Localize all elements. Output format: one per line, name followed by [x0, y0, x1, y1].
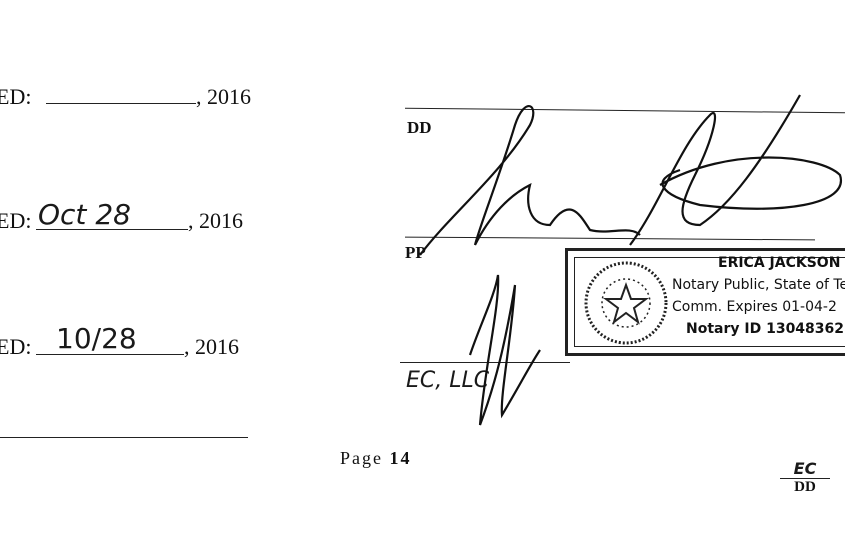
- handwritten-date-2: Oct 28: [38, 198, 131, 231]
- initials-ec: EC: [780, 460, 830, 479]
- company-handwritten: EC, LLC: [406, 368, 490, 393]
- notary-expiration: Comm. Expires 01-04-2: [672, 299, 837, 315]
- date-line-2: [36, 229, 188, 230]
- date-line-1: [46, 103, 196, 104]
- signer-label-dd: DD: [407, 118, 432, 137]
- signature-dd: [419, 94, 843, 256]
- signer-label-pp: PP: [405, 243, 426, 262]
- signature-pp: [468, 274, 541, 426]
- date-line-3: [36, 354, 184, 355]
- date-label-3: ED:: [0, 334, 32, 359]
- handwritten-date-3: 10/28: [56, 322, 137, 355]
- initials-box: EC DD: [780, 460, 830, 496]
- notary-seal-icon: [584, 261, 668, 345]
- year-2: , 2016: [188, 208, 243, 233]
- signature-line-left: [0, 437, 248, 438]
- date-label-1: ED:: [0, 84, 32, 109]
- notary-name: ERICA JACKSON: [718, 255, 841, 271]
- signature-line-company: [400, 362, 570, 363]
- initials-dd: DD: [794, 479, 816, 495]
- notary-stamp: ERICA JACKSON Notary Public, State of Te…: [565, 248, 845, 356]
- year-1: , 2016: [196, 84, 251, 109]
- date-label-2: ED:: [0, 208, 32, 233]
- year-3: , 2016: [184, 334, 239, 359]
- notary-title: Notary Public, State of Texas: [672, 277, 845, 293]
- notary-id: Notary ID 13048362: [686, 321, 845, 337]
- page-number: Page 14: [340, 448, 412, 469]
- page-number-value: 14: [389, 448, 412, 468]
- page-label: Page: [340, 448, 383, 468]
